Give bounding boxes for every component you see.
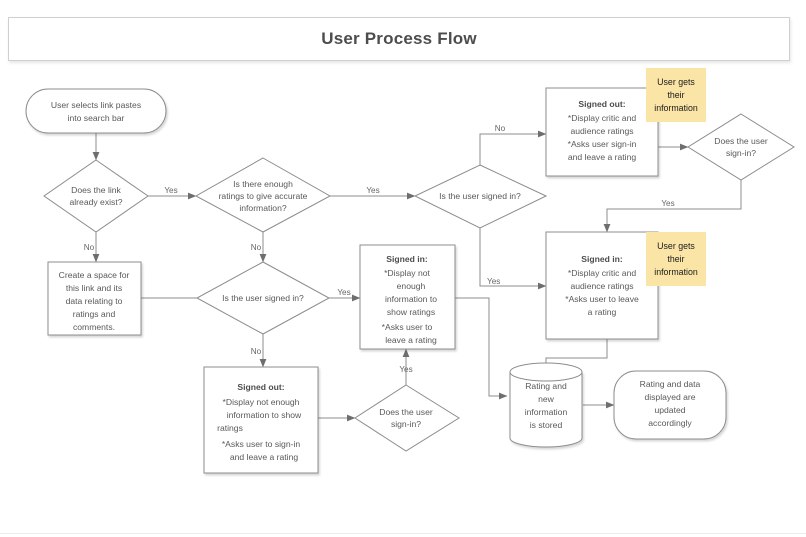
- node-signed-out-top: Signed out: *Display critic and audience…: [545, 87, 659, 177]
- edge-label-ratings-no: No: [251, 243, 262, 252]
- node-signedouttop-title: Signed out:: [578, 99, 625, 109]
- node-signedinright-line-2: *Asks user to leave: [565, 294, 639, 304]
- node-signedoutbot-line-3: *Asks user to sign-in: [222, 439, 301, 449]
- node-does-user-signin-bottom: Does the user sign-in?: [354, 384, 460, 452]
- edge-label-signedtop-no: No: [495, 124, 506, 133]
- node-signedinright-line-3: a rating: [588, 307, 617, 317]
- node-signedinright-title: Signed in:: [581, 254, 623, 264]
- edge-label-signintop-yes: Yes: [661, 199, 674, 208]
- node-signedtop-line-0: Is the user signed in?: [439, 191, 521, 201]
- node-db-line-3: is stored: [530, 420, 563, 430]
- edge-signintop-yes: [603, 180, 742, 233]
- node-does-link-exist: Does the link already exist?: [43, 159, 149, 233]
- edge-label-exists-yes: Yes: [164, 186, 177, 195]
- node-signinbot-line-0: Does the user: [379, 407, 433, 417]
- node-signedinmid-line-3: show ratings: [387, 307, 435, 317]
- sticky-note-top: User gets their information: [646, 68, 706, 122]
- node-create-space: Create a space for this link and its dat…: [47, 261, 142, 336]
- diagram-title-card: User Process Flow: [8, 17, 790, 61]
- node-ratings-line-2: information?: [239, 203, 287, 213]
- node-signed-in-mid: Signed in: *Display not enough informati…: [359, 244, 456, 350]
- node-create-line-3: ratings and: [73, 309, 116, 319]
- sticky-note-bottom: User gets their information: [646, 232, 706, 286]
- sticky-note-top-line-0: User gets: [657, 77, 695, 87]
- node-signedouttop-line-3: and leave a rating: [568, 152, 637, 162]
- node-signedinmid-line-0: *Display not: [384, 268, 430, 278]
- node-end-line-1: displayed are: [644, 392, 695, 402]
- node-signedinmid-line-2: information to: [385, 294, 437, 304]
- node-exists-line-0: Does the link: [71, 185, 121, 195]
- node-ratings-line-1: ratings to give accurate: [219, 191, 308, 201]
- node-signintop-line-0: Does the user: [714, 136, 768, 146]
- node-start-line-0: User selects link pastes: [51, 100, 141, 110]
- edge-signedtop-yes: [479, 228, 547, 290]
- node-start: User selects link pastes into search bar: [25, 88, 167, 134]
- page-title: User Process Flow: [321, 29, 477, 48]
- edge-label-signinbot-yes: Yes: [399, 365, 412, 374]
- edge-signedinmid-to-db: [455, 297, 508, 400]
- node-signed-out-bottom: Signed out: *Display not enough informat…: [203, 366, 319, 474]
- node-end-line-2: updated: [654, 405, 685, 415]
- node-end-line-0: Rating and data: [640, 379, 701, 389]
- node-create-line-1: this link and its: [66, 283, 122, 293]
- bottom-divider: [0, 533, 806, 534]
- edge-label-signedmid-yes: Yes: [337, 288, 350, 297]
- sticky-note-bottom-line-0: User gets: [657, 241, 695, 251]
- sticky-note-top-line-1: their: [667, 90, 684, 100]
- node-signedinright-line-0: *Display critic and: [568, 268, 637, 278]
- edge-label-signedtop-yes: Yes: [487, 277, 500, 286]
- node-signintop-line-1: sign-in?: [726, 148, 756, 158]
- node-does-user-signin-top: Does the user sign-in?: [687, 113, 795, 181]
- node-signedoutbot-line-0: *Display not enough: [223, 397, 300, 407]
- node-signedinmid-title: Signed in:: [386, 254, 428, 264]
- node-signed-in-right: Signed in: *Display critic and audience …: [545, 231, 659, 340]
- node-signinbot-line-1: sign-in?: [391, 419, 421, 429]
- node-database-store: Rating and new information is stored: [509, 362, 583, 448]
- node-signedoutbot-line-1: information to show: [227, 410, 302, 420]
- node-signedinmid-line-4: *Asks user to: [382, 322, 433, 332]
- node-signedinmid-line-1: enough: [397, 281, 426, 291]
- node-end-line-3: accordingly: [648, 418, 692, 428]
- node-signedoutbot-title: Signed out:: [237, 382, 284, 392]
- node-create-line-2: data relating to: [66, 296, 123, 306]
- edge-signedtop-no: [479, 130, 547, 165]
- sticky-note-bottom-line-1: their: [667, 254, 684, 264]
- node-end-display: Rating and data displayed are updated ac…: [613, 370, 727, 440]
- node-exists-line-1: already exist?: [69, 197, 122, 207]
- node-signedoutbot-line-2: ratings: [217, 423, 243, 433]
- node-signedinmid-line-5: leave a rating: [385, 335, 437, 345]
- node-signedmid-line-0: Is the user signed in?: [222, 293, 304, 303]
- node-signedinright-line-1: audience ratings: [570, 281, 633, 291]
- sticky-note-top-line-2: information: [654, 103, 698, 113]
- node-create-line-4: comments.: [73, 322, 115, 332]
- node-is-user-signed-in-mid: Is the user signed in?: [195, 261, 331, 335]
- node-start-line-1: into search bar: [68, 113, 125, 123]
- node-ratings-line-0: Is there enough: [233, 179, 293, 189]
- node-enough-ratings: Is there enough ratings to give accurate…: [194, 157, 332, 233]
- edge-label-exists-no: No: [84, 243, 95, 252]
- node-create-line-0: Create a space for: [59, 270, 130, 280]
- sticky-note-bottom-line-2: information: [654, 267, 698, 277]
- node-is-user-signed-in-top: Is the user signed in?: [413, 164, 548, 229]
- node-signedouttop-line-1: audience ratings: [570, 126, 633, 136]
- node-db-line-2: information: [525, 407, 568, 417]
- node-db-line-0: Rating and: [525, 381, 567, 391]
- node-signedouttop-line-2: *Asks user sign-in: [568, 139, 637, 149]
- node-db-line-1: new: [538, 394, 555, 404]
- node-signedoutbot-line-4: and leave a rating: [230, 452, 299, 462]
- edge-label-ratings-yes: Yes: [366, 186, 379, 195]
- node-signedouttop-line-0: *Display critic and: [568, 113, 637, 123]
- edge-label-signedmid-no: No: [251, 347, 262, 356]
